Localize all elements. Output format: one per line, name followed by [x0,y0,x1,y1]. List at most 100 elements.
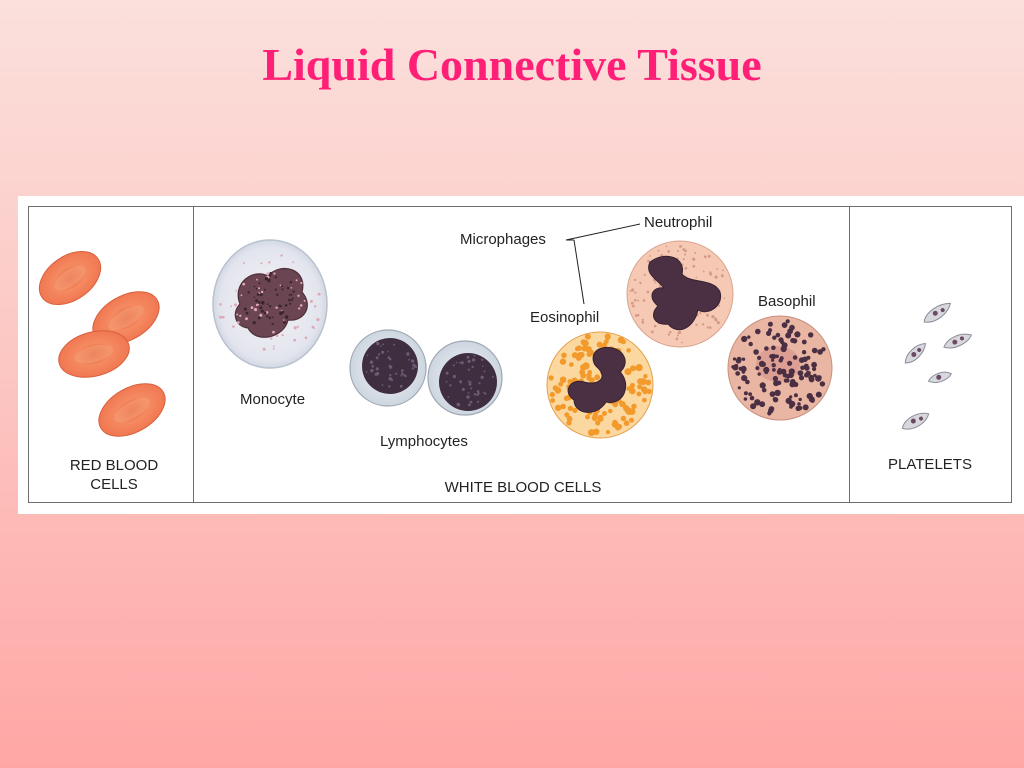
cell-granule [239,314,242,317]
cell-granule [591,415,598,421]
cell-granule [596,341,603,348]
cell-granule [468,403,471,407]
cell-granule [582,362,590,370]
cell-granule [708,326,712,329]
cell-granule [706,313,709,317]
cell-granule [759,382,766,389]
cell-granule [802,356,808,363]
cell-granule [469,400,473,404]
cell-granule [649,255,651,257]
cell-granule [759,401,766,408]
cell-granule [381,350,385,354]
red-blood-cells-label-line2: CELLS [90,476,138,493]
cell-granule [309,299,313,303]
cell-granule [695,323,698,326]
cell-granule [275,334,279,338]
cell-granule [266,272,270,276]
cell-granule [750,403,757,410]
cell-granule [709,272,713,276]
cell-granule [369,360,374,364]
cell-granule [767,411,772,416]
cell-granule [461,387,465,391]
cell-granule [802,404,809,411]
blood-cells-figure: Monocyte Lymphocytes Microphages Neutrop… [18,196,1024,514]
cell-granule [629,417,634,423]
cell-granule [243,262,246,264]
cell-granule [682,258,685,261]
cell-granule [257,301,261,304]
cell-granule [741,370,746,374]
microphages-label: Microphages [460,231,546,248]
cell-granule [371,365,375,368]
cell-granule [684,267,688,270]
cell-granule [291,297,294,300]
cell-granule [445,380,448,383]
cell-granule [267,278,271,281]
cell-granule [771,345,776,351]
cell-granule [242,282,246,286]
cell-granule [766,330,772,336]
monocyte-cell [212,239,328,369]
cell-granule [447,396,450,398]
red-blood-cells-label-line1: RED BLOOD [69,457,159,474]
cell-granule [272,316,274,318]
cell-granule [741,375,748,382]
cell-granule [792,355,798,360]
figure-frame [28,206,1012,503]
cell-granule [549,391,555,398]
cell-granule [647,259,650,263]
cell-granule [476,393,479,397]
cell-granule [634,314,638,317]
cell-granule [776,369,783,375]
cell-granule [770,353,777,360]
cell-granule [316,318,320,322]
cell-granule [293,326,297,330]
eosinophil-cell [546,331,654,439]
cell-granule [295,279,298,282]
cell-granule [633,278,637,282]
cell-granule [236,313,239,316]
cell-granule [775,332,781,338]
cell-granule [667,250,671,253]
cell-granule [654,281,657,284]
cell-granule [580,339,587,346]
cell-granule [804,372,809,378]
cell-granule [303,299,306,302]
cell-granule [252,321,256,325]
cell-granule [629,365,636,372]
cell-granule [781,322,788,328]
cell-granule [632,304,635,308]
cell-granule [626,348,631,353]
cell-granule [695,276,698,279]
cell-granule [283,321,286,324]
cell-granule [800,365,805,371]
basophil-cell [727,315,833,421]
cell-granule [284,304,288,307]
lymphocyte-cell [427,340,503,416]
cell-granule [480,375,484,379]
cell-granule [232,325,235,328]
cell-granule [745,379,750,385]
cell-granule [749,395,755,401]
cell-granule [764,346,769,351]
cell-granule [676,334,679,337]
cell-granule [375,367,379,371]
cell-granule [250,306,254,309]
cell-granule [569,362,574,367]
panel-divider-left [193,207,194,502]
platelet [923,302,951,323]
microphages-leader-lines [565,223,641,305]
cell-granule [624,368,632,376]
cell-granule [292,261,295,264]
cell-granule [598,414,604,420]
cell-granule [402,373,404,376]
cell-granule [406,352,410,356]
cell-granule [404,375,407,378]
cell-granule [639,378,647,386]
cell-granule [268,273,272,277]
cell-granule [699,312,702,315]
cell-granule [460,361,464,365]
cell-granule [266,315,269,318]
cell-granule [737,386,741,390]
platelets [901,302,973,430]
